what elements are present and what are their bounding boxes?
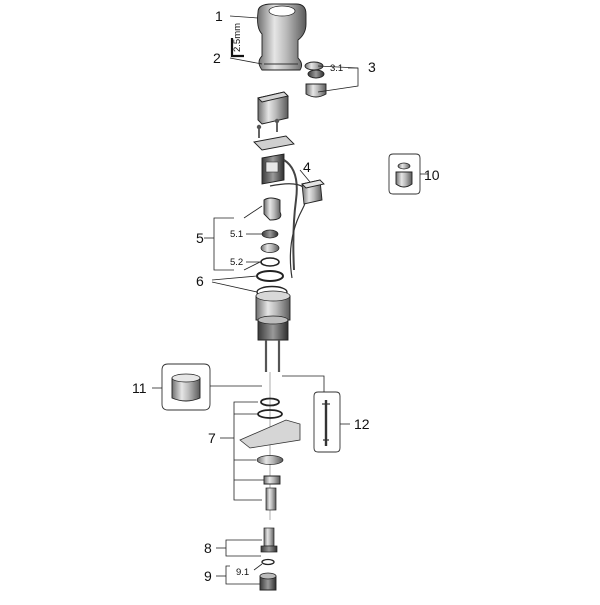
mounting-rod-part-box — [313, 391, 341, 453]
leader-lines — [152, 15, 428, 585]
callout-5-2: 5.2 — [230, 257, 243, 268]
callout-8: 8 — [204, 540, 212, 556]
control-cable-part — [269, 183, 308, 279]
callout-7: 7 — [208, 430, 216, 446]
callout-labels: 1 2 3.1 3 4 10 5 5.1 5.2 6 11 12 7 8 9 9… — [132, 8, 440, 584]
callout-5: 5 — [196, 230, 204, 246]
connector-block-part — [301, 179, 325, 205]
callout-10: 10 — [424, 167, 440, 183]
sleeve-part-box — [161, 363, 211, 411]
fixing-screws-part — [256, 118, 280, 138]
filter-part-box — [388, 153, 421, 195]
fixing-nut-part — [259, 558, 277, 591]
callout-2: 2 — [213, 50, 221, 66]
callout-12: 12 — [354, 416, 370, 432]
spring-assembly-part — [260, 197, 282, 267]
allen-key-part: 2.5mm — [230, 23, 244, 58]
faucet-spout-part — [257, 3, 307, 71]
callout-4: 4 — [303, 159, 311, 175]
callout-9: 9 — [204, 568, 212, 584]
valve-block-part — [261, 153, 298, 271]
mounting-plate-part — [253, 135, 295, 151]
mounting-set-part — [239, 397, 301, 511]
aerator-part — [304, 61, 327, 98]
callout-5-1: 5.1 — [230, 229, 243, 240]
callout-1: 1 — [215, 8, 223, 24]
cartridge-cube-part — [257, 91, 289, 125]
allen-key-size-label: 2.5mm — [232, 23, 243, 52]
callout-3-1: 3.1 — [330, 63, 343, 74]
callout-11: 11 — [132, 380, 147, 396]
countertop-section — [239, 419, 301, 449]
callout-6: 6 — [196, 273, 204, 289]
lower-body-part — [255, 290, 291, 341]
threaded-connector-part — [260, 527, 278, 553]
callout-3: 3 — [368, 59, 376, 75]
callout-9-1: 9.1 — [236, 567, 249, 578]
